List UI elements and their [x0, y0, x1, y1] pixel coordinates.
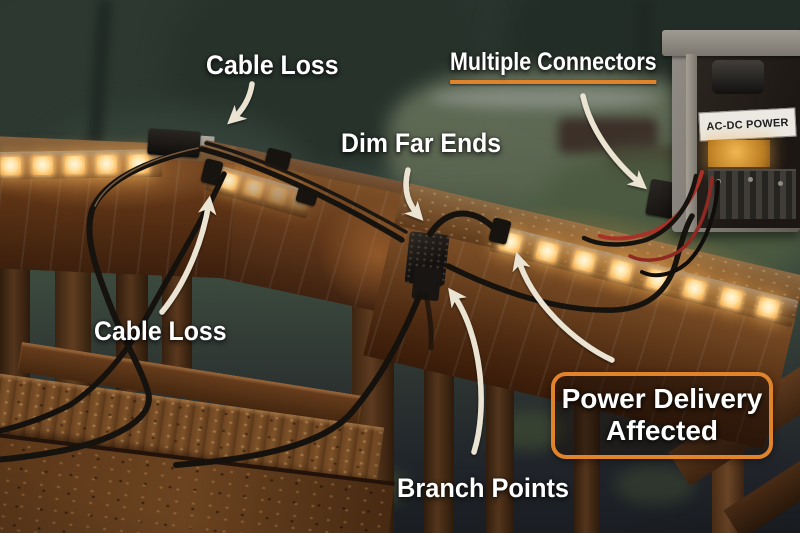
heatsink [708, 169, 796, 219]
cable-loss-top-label: Cable Loss [206, 50, 339, 80]
dim-far-ends-label: Dim Far Ends [341, 128, 502, 158]
cable-loss-bottom-label: Cable Loss [94, 316, 227, 346]
branch-junction-lower [411, 266, 442, 302]
led-strip-near [0, 149, 163, 180]
orange-underline [450, 80, 657, 84]
enclosure-interior: AC-DC POWER [694, 56, 800, 228]
capacitor [712, 60, 764, 94]
enclosure-frame [686, 54, 697, 232]
power-supply-enclosure: AC-DC POWER [662, 30, 800, 232]
multiple-connectors-label: Multiple Connectors [450, 48, 657, 84]
meadow-path [430, 88, 660, 108]
strip-connector [147, 128, 201, 158]
psu-label-text: AC-DC POWER [706, 116, 789, 133]
enclosure-lid [662, 30, 800, 56]
power-delivery-callout: Power Delivery Affected [551, 372, 773, 459]
power-delivery-line1: Power Delivery [561, 383, 763, 414]
branch-points-label: Branch Points [397, 473, 570, 503]
transformer [708, 140, 770, 167]
baluster [574, 392, 600, 533]
psu-label: AC-DC POWER [698, 107, 797, 142]
power-delivery-line2: Affected [605, 415, 718, 447]
